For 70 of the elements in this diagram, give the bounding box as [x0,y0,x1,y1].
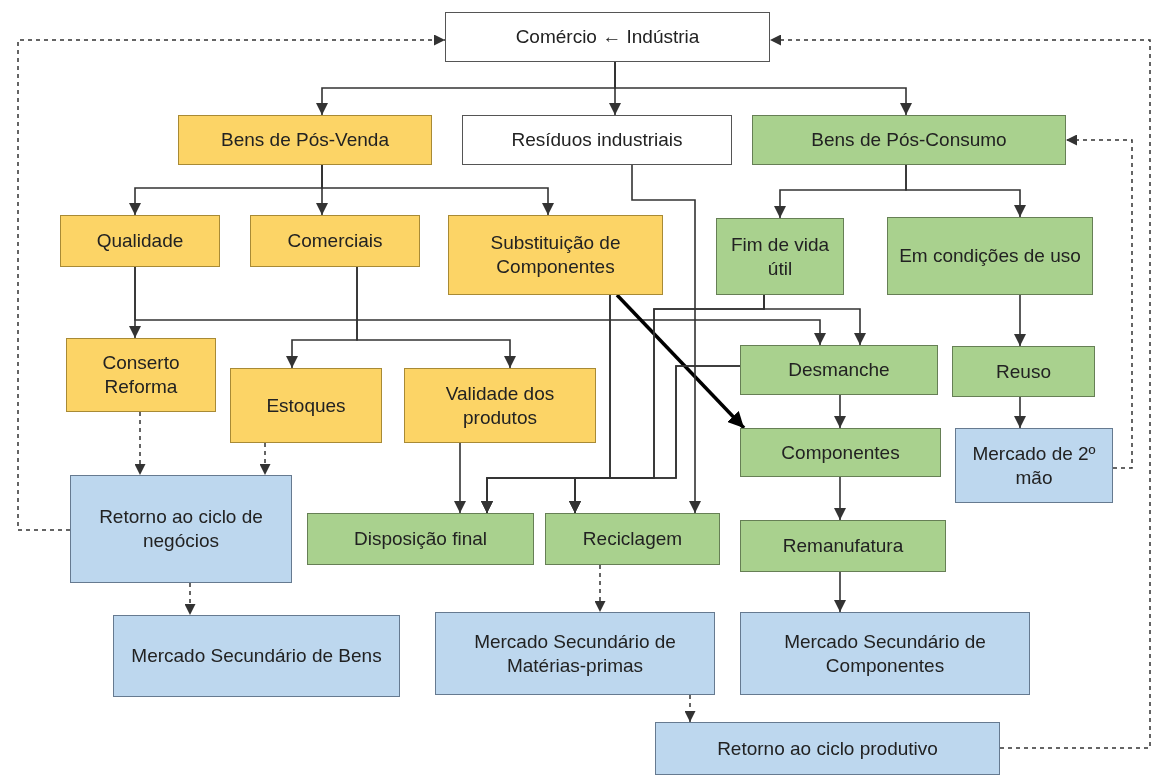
process-box [740,612,1030,695]
process-box [178,115,432,165]
arrow [905,164,1026,218]
arrow [631,164,701,514]
box-label: Substituição de Componentes [489,231,622,279]
box-label: Retorno ao ciclo de negócios [98,505,264,553]
box-label: Reuso [996,359,1051,384]
process-box [66,338,216,412]
process-box [307,513,534,565]
process-box [716,218,844,295]
dashed-arrow [134,411,146,476]
arrow [614,61,912,116]
process-box [545,513,720,565]
dashed-arrow [769,34,1151,749]
process-box [448,215,663,295]
process-box [404,368,596,443]
process-box [952,346,1095,397]
dashed-arrow [594,564,606,613]
box-label: Reciclagem [582,527,683,551]
arrow [454,442,466,514]
box-label: Desmanche [788,358,890,382]
process-box [655,722,1000,775]
box-label: Mercado Secundário de Bens [131,644,382,668]
box-label: Resíduos industriais [511,128,683,152]
dashed-arrow [184,582,196,616]
box-label: Mercado de 2º mão [971,441,1097,490]
process-box [230,368,382,443]
box-label: Em condições de uso [899,244,1081,268]
process-box [887,217,1093,295]
process-box [60,215,220,267]
arrow [1014,396,1026,429]
process-box [462,115,732,165]
box-label: Validade dos produtos [444,381,556,430]
arrow [321,164,554,216]
box-label: Bens de Pós-Venda [221,128,389,152]
process-box [70,475,292,583]
box-label: Comércio ← Indústria [515,25,700,49]
dashed-arrow [1065,134,1133,469]
arrow [569,365,741,514]
box-label: Mercado Secundário de Componentes [783,629,987,678]
box-label: Fim de vida útil [729,232,831,281]
process-box [955,428,1113,503]
process-box [435,612,715,695]
dashed-arrow [684,694,696,723]
process-box [250,215,420,267]
arrow [1014,294,1026,347]
arrow [834,394,846,429]
arrow [356,266,516,369]
box-label: Mercado Secundário de Matérias-primas [473,629,677,678]
process-box [752,115,1066,165]
arrow [834,476,846,521]
box-label: Conserto Reforma [101,351,181,399]
arrow [134,266,826,346]
process-box [740,428,941,477]
box-label: Qualidade [96,229,184,253]
arrow [834,571,846,613]
box-label: Remanufatura [782,534,904,558]
box-label: Bens de Pós-Consumo [811,128,1007,152]
process-box [740,520,946,572]
process-box [445,12,770,62]
box-label: Componentes [781,440,900,465]
dashed-arrow [17,34,446,531]
box-label: Retorno ao ciclo produtivo [717,736,938,761]
box-label: Estoques [266,393,346,418]
arrow [615,293,746,430]
process-box [113,615,400,697]
dashed-arrow [259,442,271,476]
process-box [740,345,938,395]
box-label: Comerciais [287,229,383,253]
box-label: Disposição final [353,527,488,551]
